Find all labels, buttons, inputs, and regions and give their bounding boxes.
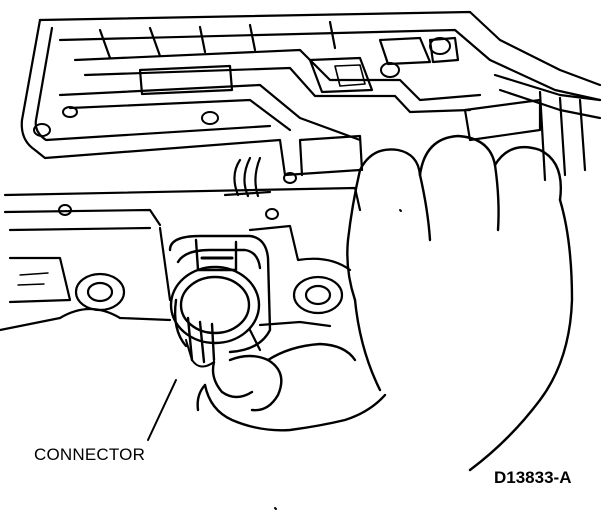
figure-code: D13833-A [494,468,572,487]
connector-leader [148,380,176,440]
left-hand [198,344,385,430]
solenoid-body [170,236,270,367]
lower-bracket [0,188,360,350]
right-hand [347,136,572,470]
valve-body-plate [22,12,600,196]
scan-specks [275,210,401,509]
connector-label: CONNECTOR [34,445,146,464]
